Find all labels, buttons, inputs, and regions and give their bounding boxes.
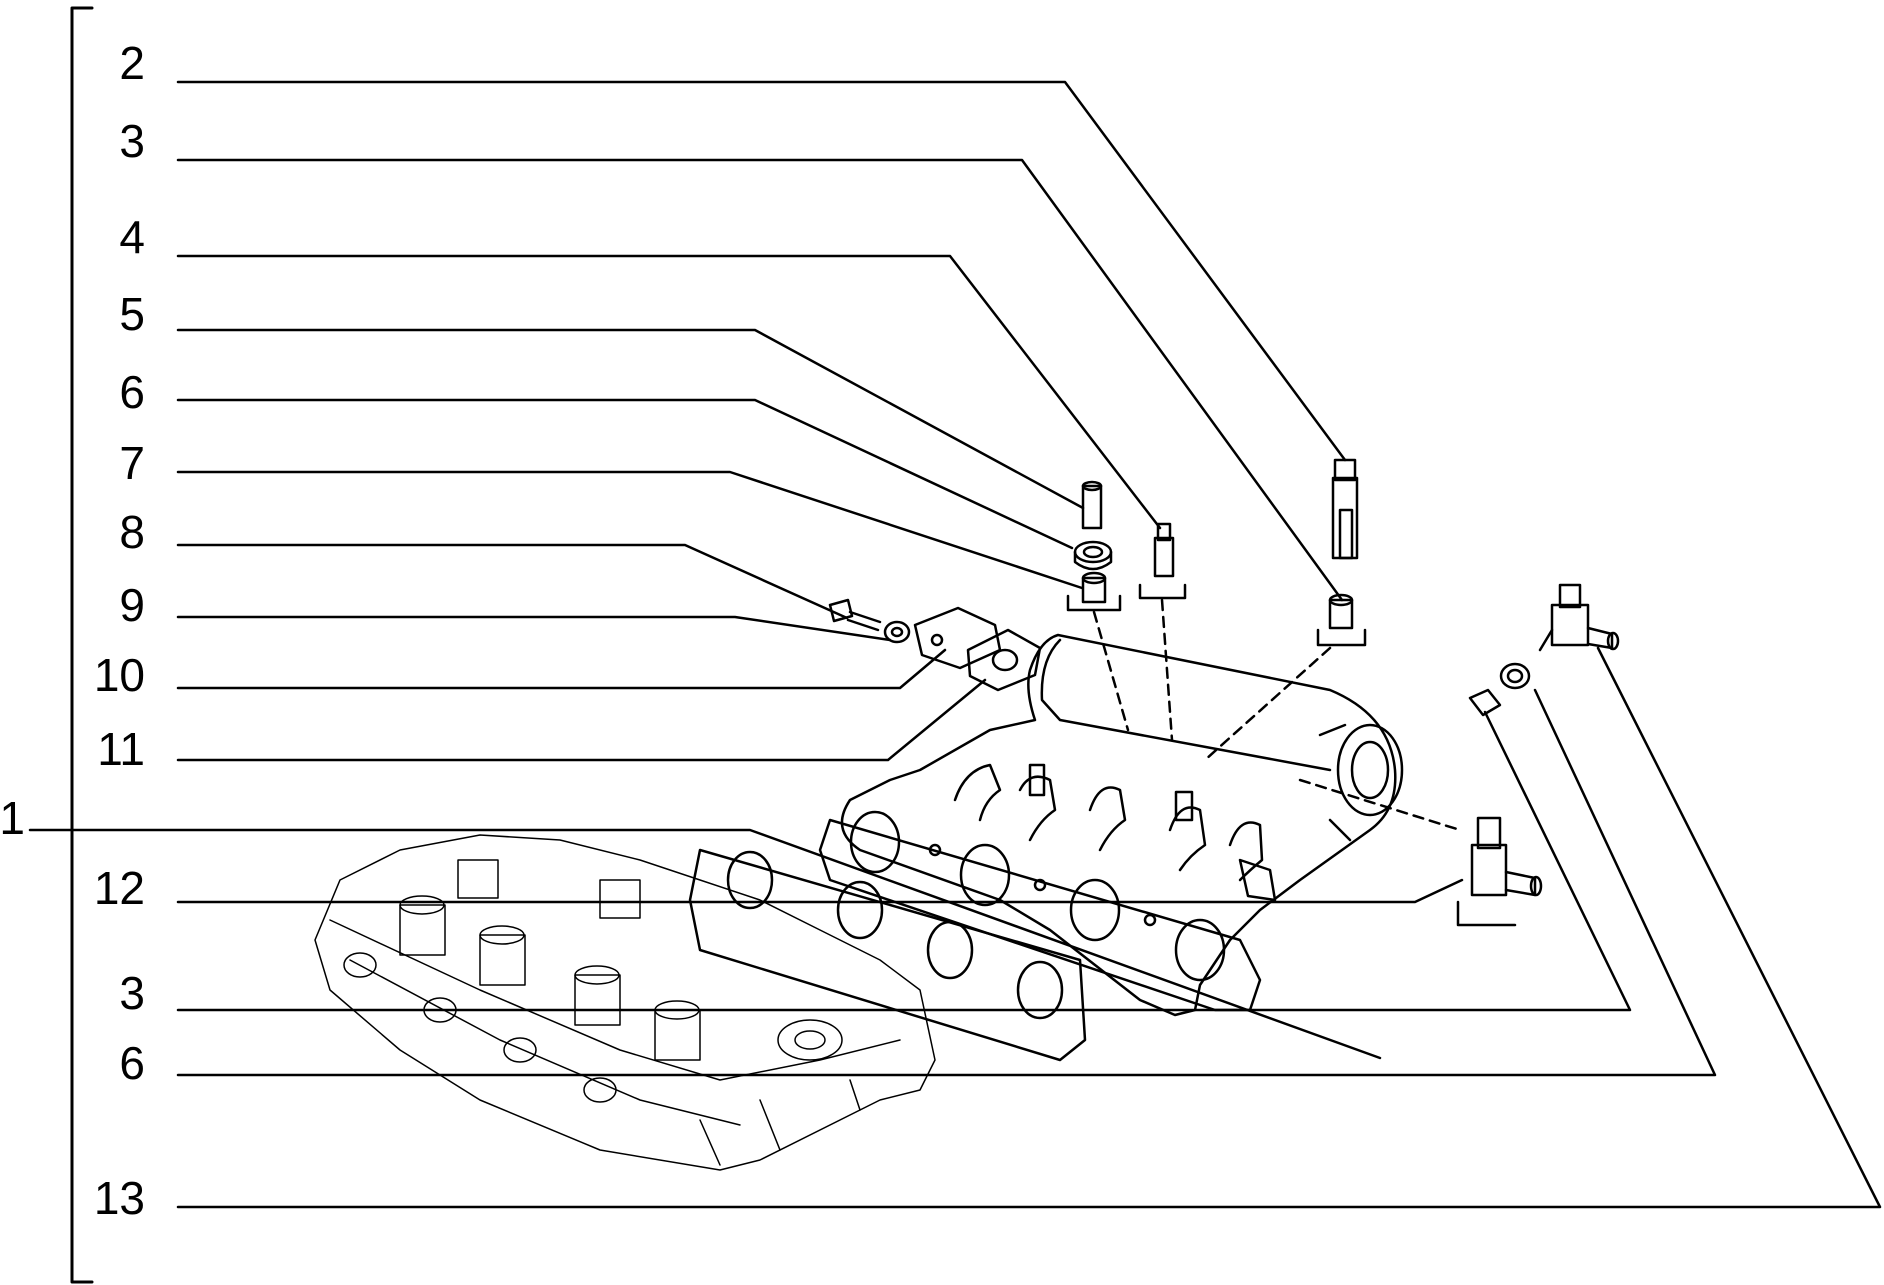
leader-line-5 <box>176 328 1085 510</box>
callout-label-11: 11 <box>97 723 145 775</box>
callout-label-6-bottom: 6 <box>119 1037 145 1089</box>
leader-line-6-bottom <box>176 688 1717 1077</box>
assembly-bracket <box>70 6 94 1284</box>
part-washer-9 <box>883 620 911 644</box>
part-gasket-11 <box>966 628 1042 692</box>
leader-line-3-bottom <box>176 710 1632 1012</box>
callout-label-1: 1 <box>0 792 25 844</box>
callout-label-10: 10 <box>93 649 145 701</box>
manifold-lower-gasket <box>688 848 1087 1062</box>
intake-manifold <box>840 633 1404 1017</box>
callout-label-8: 8 <box>119 506 145 558</box>
callout-label-6-top: 6 <box>119 366 145 418</box>
callout-label-2: 2 <box>119 37 145 89</box>
part-fitting-12 <box>1456 816 1543 927</box>
leader-line-2 <box>176 80 1347 462</box>
manifold-flange-gasket <box>818 810 1262 1012</box>
leader-line-11 <box>176 678 987 762</box>
leader-line-4 <box>176 254 1162 530</box>
part-nut-7 <box>1066 571 1122 612</box>
part-nut-3-top <box>1316 593 1367 647</box>
part-washer-6 <box>1073 540 1113 571</box>
callout-label-5: 5 <box>119 288 145 340</box>
part-stud-2 <box>1331 458 1359 560</box>
part-cap-3-bottom <box>1468 688 1502 717</box>
leader-line-3-top <box>176 158 1344 602</box>
leader-line-7 <box>176 470 1084 590</box>
callout-label-13: 13 <box>93 1172 145 1224</box>
callout-label-3-bottom: 3 <box>119 967 145 1019</box>
leader-line-1 <box>28 828 1382 1060</box>
part-stud-5 <box>1081 480 1103 530</box>
part-stud-4 <box>1138 522 1187 600</box>
callout-label-9: 9 <box>119 579 145 631</box>
leader-lines <box>28 80 1882 1209</box>
assembly-dash-lines <box>1092 598 1462 832</box>
part-fitting-13 <box>1538 583 1620 652</box>
cylinder-head <box>314 834 936 1171</box>
leader-line-6-top <box>176 398 1074 550</box>
callout-label-3-top: 3 <box>119 115 145 167</box>
part-plate-10 <box>913 606 1002 670</box>
leader-line-9 <box>176 615 892 642</box>
leader-line-8 <box>176 543 849 620</box>
callout-label-7: 7 <box>119 437 145 489</box>
part-washer-6-bottom <box>1499 662 1531 690</box>
callout-label-4: 4 <box>119 211 145 263</box>
leader-line-10 <box>176 648 947 690</box>
callout-label-12: 12 <box>93 862 145 914</box>
leader-line-13 <box>176 646 1882 1209</box>
leader-line-12 <box>176 878 1464 904</box>
part-bolt-8 <box>828 598 882 632</box>
